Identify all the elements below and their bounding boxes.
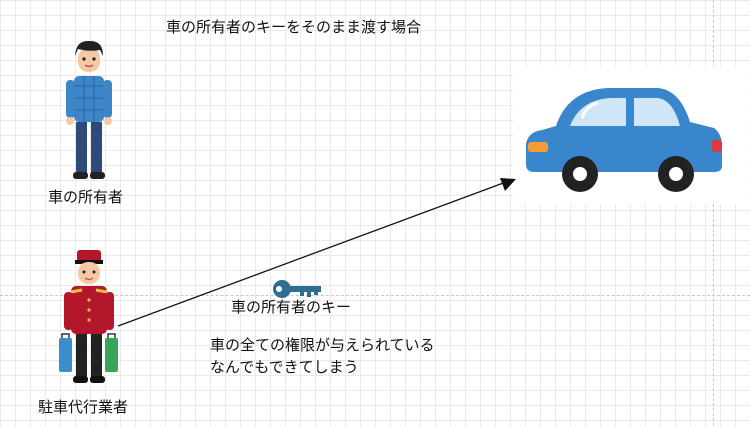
- note-line-2: なんでもできてしまう: [210, 358, 359, 376]
- valet-label: 駐車代行業者: [38, 398, 129, 416]
- diagram-title: 車の所有者のキーをそのまま渡す場合: [166, 18, 422, 36]
- owner-label: 車の所有者: [48, 188, 124, 206]
- owner-person-icon: [66, 40, 112, 179]
- guide-line-horizontal: [0, 295, 750, 296]
- key-label: 車の所有者のキー: [231, 298, 352, 316]
- note-line-1: 車の全ての権限が与えられている: [210, 336, 435, 354]
- guide-line-vertical: [713, 0, 714, 426]
- key-icon: [273, 280, 321, 298]
- valet-person-icon: [59, 250, 118, 383]
- car-icon: [526, 88, 722, 192]
